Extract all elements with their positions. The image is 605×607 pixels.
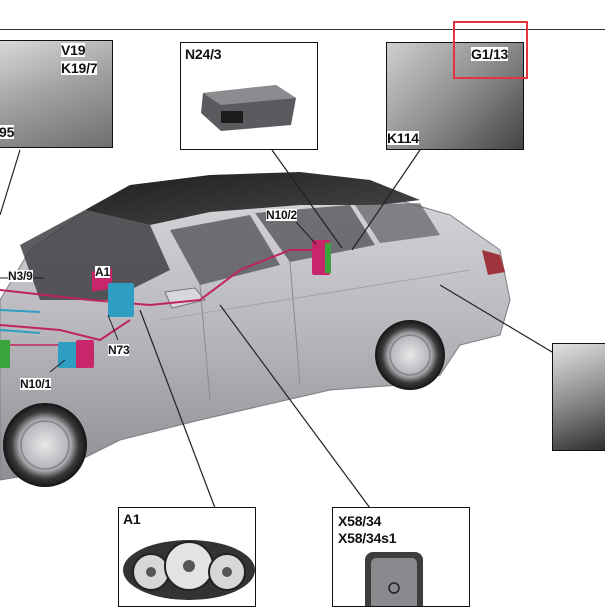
rear-quarter-window [355,203,440,243]
label-n24-3: N24/3 [185,46,222,62]
label-n3-9: N3/9 [8,269,33,283]
label-95: 95 [0,124,15,140]
inset-v19-k19-7: V19 K19/7 95 [0,40,113,148]
label-x58-34s1: X58/34s1 [338,530,397,546]
inset-x58-34: X58/34 X58/34s1 [332,507,470,607]
top-rule [0,29,605,30]
leader-n10-2 [295,221,317,245]
leader-a1-cluster [139,309,216,509]
label-x58-34: X58/34 [338,513,382,529]
rear-wheel [375,320,445,390]
leader-k114 [351,149,421,251]
inset-photo [0,41,112,147]
leader-n24-3 [271,149,343,249]
tail-light [482,250,505,275]
label-k19-7: K19/7 [61,60,98,76]
front-side-window [170,215,280,285]
x58-34-device-image [365,552,423,606]
leader-n10-1 [49,359,66,373]
inset-right-partial [552,343,605,451]
module-n10-1-magenta [76,340,94,368]
leader-right [439,284,553,353]
front-wheel [3,403,87,487]
module-green-left [0,340,10,368]
label-a1-cluster: A1 [123,511,141,527]
label-n10-2: N10/2 [266,208,298,222]
inset-n24-3: N24/3 [180,42,318,150]
label-a1-car: A1 [95,265,110,279]
inset-g1-13-k114: G1/13 K114 [386,42,524,150]
module-n10-1-teal [58,342,78,368]
label-k114: K114 [387,130,419,146]
label-n73: N73 [108,343,130,357]
n24-3-module-image [201,85,296,131]
leader-v19 [0,149,21,216]
label-n10-1: N10/1 [20,377,52,391]
inset-photo [553,344,605,450]
wiring-harness [0,249,330,307]
inset-a1-cluster: A1 [118,507,256,607]
highlight-box-g1-13 [453,21,528,79]
leader-x58 [219,304,371,509]
leader-n73 [107,314,119,341]
label-g1-13: G1/13 [471,46,509,62]
car-roof [85,172,420,225]
windshield [20,210,170,300]
label-v19: V19 [61,42,86,58]
instrument-cluster-image [123,540,255,600]
module-a1-teal [108,283,134,317]
